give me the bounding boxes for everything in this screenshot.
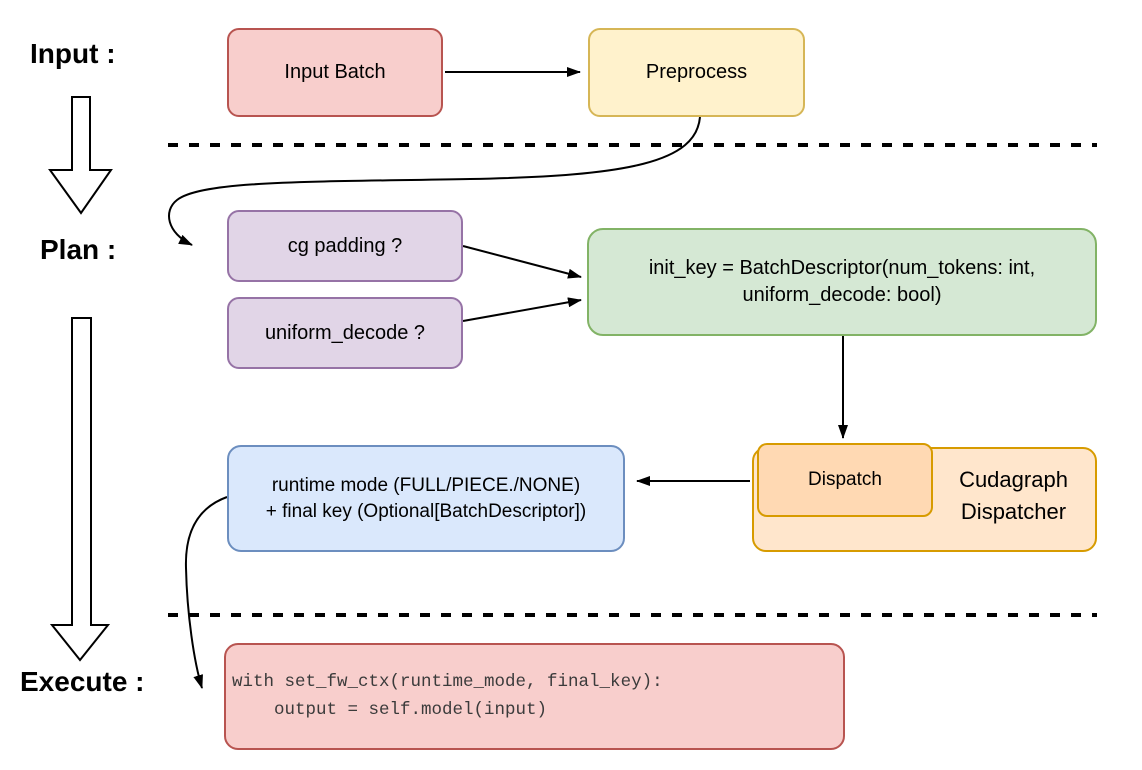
node-runtime-mode-line1: runtime mode (FULL/PIECE./NONE) bbox=[271, 474, 581, 496]
node-init-key-line1: init_key = BatchDescriptor(num_tokens: i… bbox=[648, 257, 1036, 279]
node-cg-padding: cg padding ? bbox=[227, 210, 463, 282]
node-cg-padding-label: cg padding ? bbox=[287, 234, 403, 257]
section-label-execute: Execute : bbox=[20, 666, 145, 697]
edge-preprocess-to-cg-padding bbox=[168, 116, 701, 246]
node-init-key: init_key = BatchDescriptor(num_tokens: i… bbox=[587, 228, 1097, 336]
edge-runtime-mode-to-execute-code bbox=[184, 496, 228, 689]
node-uniform-decode: uniform_decode ? bbox=[227, 297, 463, 369]
execute-code-line2: output = self.model(input) bbox=[232, 699, 548, 720]
plan-section-block-arrow bbox=[49, 317, 111, 662]
node-preprocess-label: Preprocess bbox=[645, 61, 748, 83]
cudagraph-label-line2: Dispatcher bbox=[960, 499, 1067, 524]
section-label-input: Input : bbox=[30, 38, 116, 69]
node-dispatch-label: Dispatch bbox=[808, 469, 882, 491]
section-label-plan: Plan : bbox=[40, 234, 117, 265]
node-dispatch: Dispatch bbox=[757, 443, 933, 517]
node-init-key-line2: uniform_decode: bool) bbox=[742, 284, 942, 306]
input-section-block-arrow bbox=[48, 96, 113, 215]
cudagraph-label-line1: Cudagraph bbox=[959, 467, 1068, 492]
node-input-batch: Input Batch bbox=[227, 28, 443, 117]
edge-cg-padding-to-init-key bbox=[462, 245, 582, 279]
node-input-batch-label: Input Batch bbox=[284, 61, 386, 83]
node-execute-code: with set_fw_ctx(runtime_mode, final_key)… bbox=[224, 643, 845, 750]
node-runtime-mode-line2: + final key (Optional[BatchDescriptor]) bbox=[265, 500, 587, 522]
node-preprocess: Preprocess bbox=[588, 28, 805, 117]
edge-uniform-decode-to-init-key bbox=[462, 297, 582, 322]
node-runtime-mode: runtime mode (FULL/PIECE./NONE) + final … bbox=[227, 445, 625, 552]
node-cudagraph-dispatcher-label: Cudagraph Dispatcher bbox=[930, 464, 1097, 528]
node-uniform-decode-label: uniform_decode ? bbox=[264, 321, 426, 344]
execute-code-line1: with set_fw_ctx(runtime_mode, final_key)… bbox=[232, 672, 663, 693]
